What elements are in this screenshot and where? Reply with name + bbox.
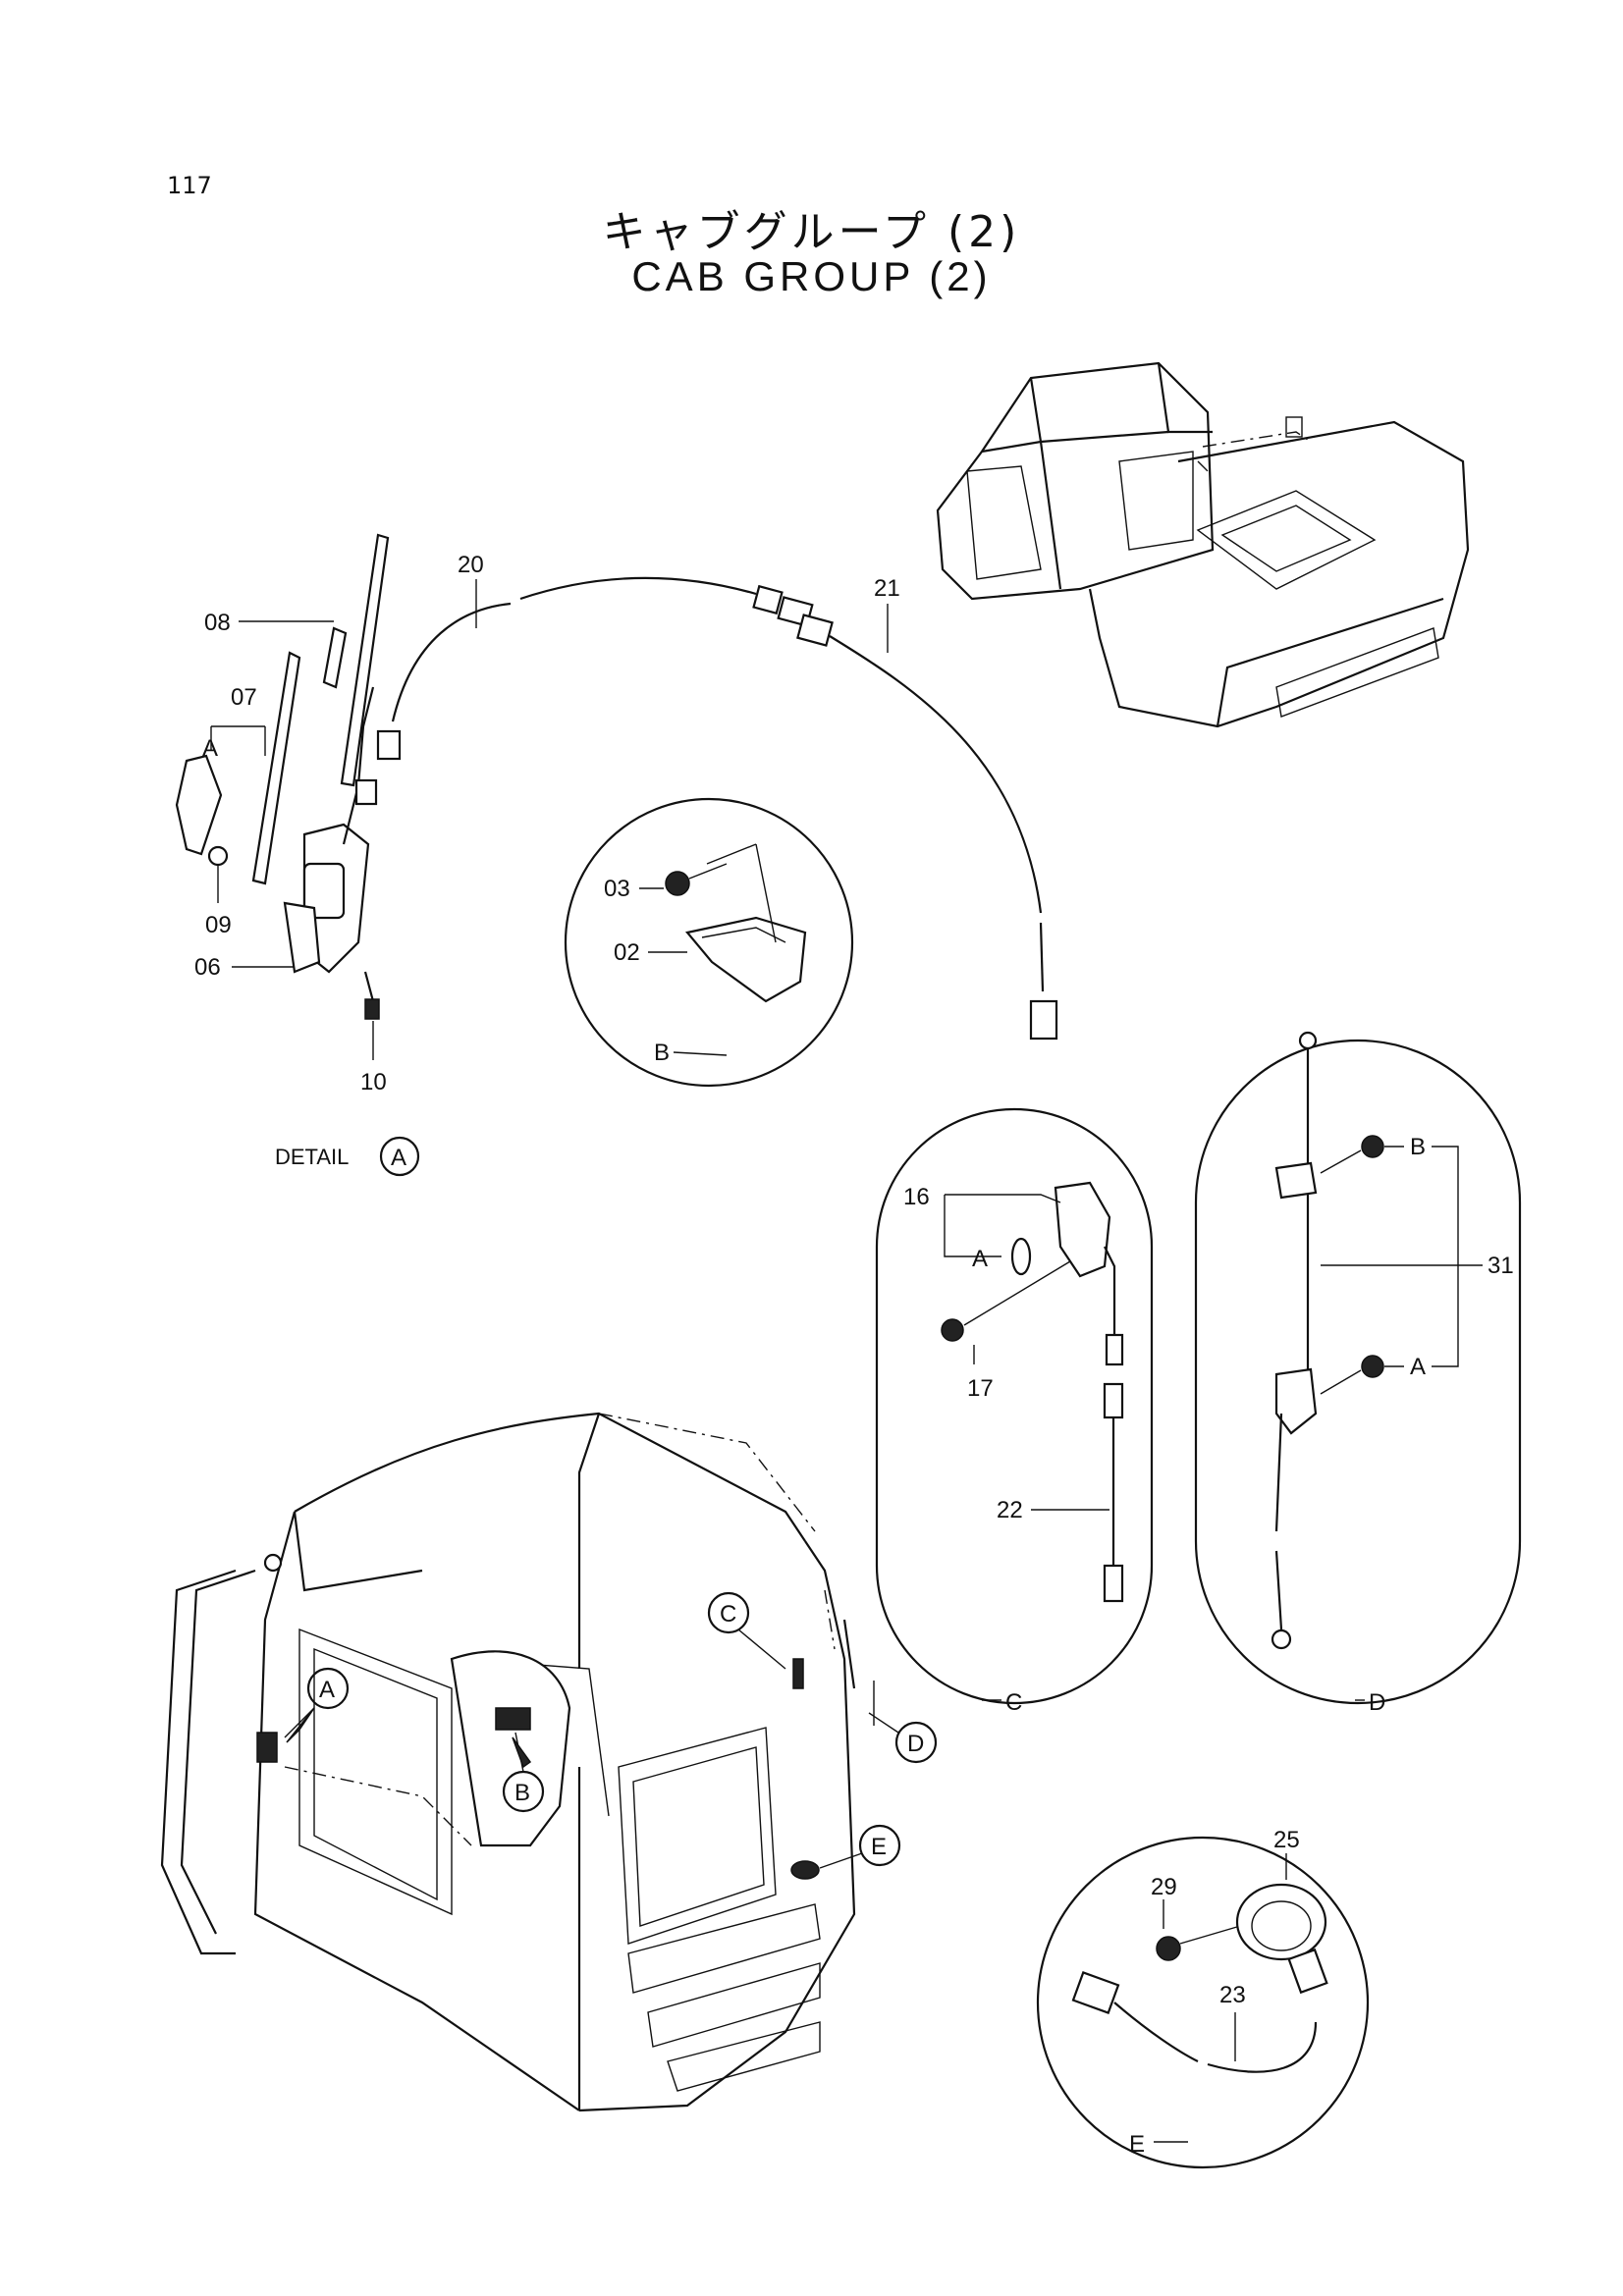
marker-B: B — [502, 1732, 545, 1813]
marker-C-letter: C — [720, 1601, 736, 1628]
callout-09: 09 — [205, 864, 232, 938]
excavator-overview — [936, 361, 1470, 728]
label-07: 07 — [231, 684, 257, 711]
detail-e-circle: 29 25 23 E — [1036, 1827, 1370, 2169]
label-09: 09 — [205, 912, 232, 938]
detail-caption-letter: A — [391, 1145, 406, 1171]
marker-B-letter: B — [514, 1780, 530, 1806]
harness-21: 21 — [796, 575, 1058, 1041]
callout-06: 06 — [194, 954, 295, 981]
label-A-d: A — [1410, 1354, 1426, 1380]
label-08: 08 — [204, 610, 231, 636]
callout-08: 08 — [204, 610, 334, 636]
label-02: 02 — [614, 939, 640, 966]
label-A-c: A — [972, 1246, 988, 1272]
callout-10: 10 — [360, 1021, 387, 1095]
label-22: 22 — [997, 1497, 1023, 1523]
marker-A-letter: A — [319, 1677, 335, 1703]
label-C-capsule: C — [1005, 1689, 1022, 1716]
label-D-capsule: D — [1369, 1689, 1385, 1716]
detail-d-capsule: B A 31 D — [1194, 1031, 1522, 1716]
label-A-wiper: A — [202, 735, 218, 762]
wiper-assembly — [175, 533, 390, 1020]
label-E-circle: E — [1129, 2131, 1145, 2158]
label-21: 21 — [874, 575, 900, 602]
marker-A: A — [284, 1667, 350, 1743]
label-B-circle: B — [654, 1040, 670, 1066]
callout-07: 07 — [211, 684, 266, 756]
label-17: 17 — [967, 1375, 994, 1402]
marker-D-letter: D — [907, 1731, 924, 1757]
title-japanese: キャブグループ (2) — [602, 207, 1021, 257]
marker-C: C — [707, 1591, 786, 1670]
label-20: 20 — [458, 552, 484, 578]
detail-b-circle: 03 02 B — [564, 797, 854, 1088]
label-03: 03 — [604, 876, 630, 902]
detail-caption-text: DETAIL — [275, 1145, 349, 1169]
label-29: 29 — [1151, 1874, 1177, 1900]
harness-20: 20 — [376, 552, 814, 761]
title-english: CAB GROUP (2) — [631, 253, 992, 299]
label-23: 23 — [1219, 1982, 1246, 2008]
marker-E: E — [819, 1824, 901, 1869]
marker-D: D — [868, 1712, 938, 1764]
label-16: 16 — [903, 1184, 930, 1210]
detail-c-capsule: 16 A 17 22 C — [875, 1107, 1154, 1716]
page-number: 117 — [167, 172, 212, 199]
label-06: 06 — [194, 954, 221, 981]
marker-E-letter: E — [871, 1834, 887, 1860]
cab-illustration — [160, 1412, 875, 2112]
label-10: 10 — [360, 1069, 387, 1095]
label-B-d: B — [1410, 1134, 1426, 1160]
label-31: 31 — [1488, 1253, 1514, 1279]
detail-a-caption: DETAIL A — [275, 1136, 420, 1177]
callout-A-wiper: A — [202, 726, 218, 762]
label-25: 25 — [1273, 1827, 1300, 1853]
